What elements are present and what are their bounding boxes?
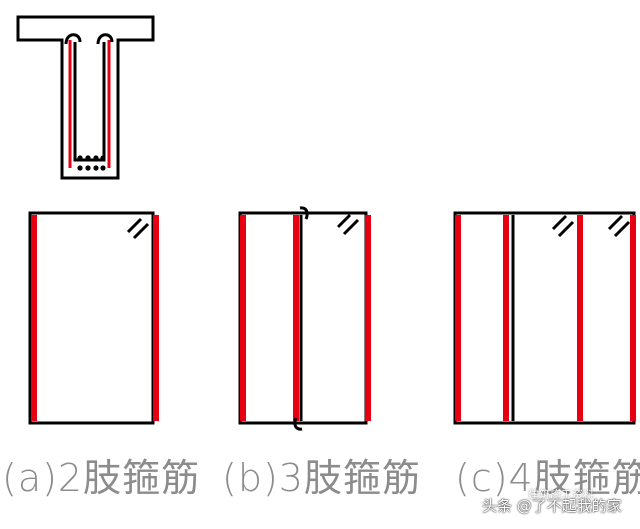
stirrup-c-hook-1 [551,214,575,238]
watermark-sub: 建筑施工资料 [528,488,594,501]
stirrup-diagram-c [453,211,636,425]
stirrup-diagram-a [28,211,159,425]
caption-b: (b)3肢箍筋 [222,456,421,500]
stirrup-c-hook-2 [607,214,631,238]
t-beam-section [16,15,155,180]
watermark: 头条 @了不起我的家 [482,497,622,515]
t-beam-rebars [77,155,106,171]
t-beam-hook-left [64,33,82,45]
caption-a: (a)2肢箍筋 [2,456,201,500]
stirrup-b-outline [238,211,368,425]
caption-c: (c)4肢箍筋 [455,456,640,500]
t-beam-outline [16,15,155,180]
stirrup-diagram-b [238,206,371,431]
stirrup-a-outline [28,211,155,425]
stirrup-b-tie-hook-top [299,206,309,220]
stirrup-b-hook [336,213,360,236]
stirrup-b-tie-hook-bottom [293,417,303,431]
stirrup-a-hook [126,217,150,240]
stirrup-c-outline [453,211,636,425]
t-beam-hook-right [96,33,114,45]
